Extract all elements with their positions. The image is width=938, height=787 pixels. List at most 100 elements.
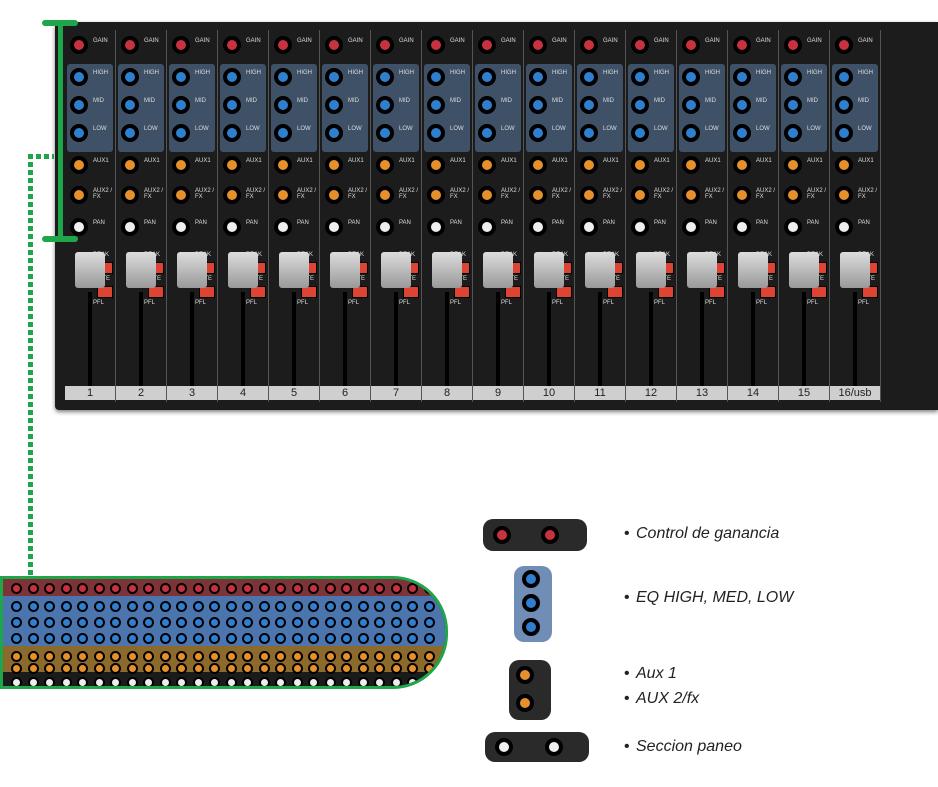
pan-knob[interactable] (223, 218, 241, 236)
pan-knob[interactable] (172, 218, 190, 236)
aux1-knob[interactable] (274, 156, 292, 174)
low-eq-knob[interactable] (631, 124, 649, 142)
mid-eq-knob[interactable] (478, 96, 496, 114)
fader-handle[interactable] (534, 252, 564, 288)
high-eq-knob[interactable] (835, 68, 853, 86)
pfl-button[interactable] (760, 286, 776, 298)
high-eq-knob[interactable] (784, 68, 802, 86)
aux1-knob[interactable] (733, 156, 751, 174)
pan-knob[interactable] (478, 218, 496, 236)
pan-knob[interactable] (376, 218, 394, 236)
gain-knob[interactable] (580, 36, 598, 54)
pfl-button[interactable] (352, 286, 368, 298)
pan-knob[interactable] (70, 218, 88, 236)
aux1-knob[interactable] (223, 156, 241, 174)
pan-knob[interactable] (631, 218, 649, 236)
gain-knob[interactable] (631, 36, 649, 54)
pfl-button[interactable] (403, 286, 419, 298)
gain-knob[interactable] (478, 36, 496, 54)
mid-eq-knob[interactable] (733, 96, 751, 114)
pan-knob[interactable] (682, 218, 700, 236)
pfl-button[interactable] (199, 286, 215, 298)
low-eq-knob[interactable] (529, 124, 547, 142)
aux1-knob[interactable] (325, 156, 343, 174)
aux2-knob[interactable] (70, 186, 88, 204)
high-eq-knob[interactable] (172, 68, 190, 86)
gain-knob[interactable] (172, 36, 190, 54)
aux2-knob[interactable] (274, 186, 292, 204)
gain-knob[interactable] (274, 36, 292, 54)
low-eq-knob[interactable] (70, 124, 88, 142)
mid-eq-knob[interactable] (172, 96, 190, 114)
low-eq-knob[interactable] (274, 124, 292, 142)
mid-eq-knob[interactable] (223, 96, 241, 114)
high-eq-knob[interactable] (682, 68, 700, 86)
aux1-knob[interactable] (172, 156, 190, 174)
pfl-button[interactable] (148, 286, 164, 298)
mid-eq-knob[interactable] (376, 96, 394, 114)
gain-knob[interactable] (70, 36, 88, 54)
aux2-knob[interactable] (580, 186, 598, 204)
aux1-knob[interactable] (682, 156, 700, 174)
low-eq-knob[interactable] (733, 124, 751, 142)
mid-eq-knob[interactable] (121, 96, 139, 114)
fader-handle[interactable] (177, 252, 207, 288)
fader-handle[interactable] (126, 252, 156, 288)
pfl-button[interactable] (556, 286, 572, 298)
mid-eq-knob[interactable] (325, 96, 343, 114)
low-eq-knob[interactable] (325, 124, 343, 142)
mid-eq-knob[interactable] (580, 96, 598, 114)
fader-handle[interactable] (687, 252, 717, 288)
low-eq-knob[interactable] (478, 124, 496, 142)
aux1-knob[interactable] (478, 156, 496, 174)
pan-knob[interactable] (529, 218, 547, 236)
gain-knob[interactable] (784, 36, 802, 54)
aux2-knob[interactable] (478, 186, 496, 204)
pfl-button[interactable] (250, 286, 266, 298)
fader-handle[interactable] (789, 252, 819, 288)
mid-eq-knob[interactable] (70, 96, 88, 114)
pfl-button[interactable] (709, 286, 725, 298)
pfl-button[interactable] (811, 286, 827, 298)
pan-knob[interactable] (274, 218, 292, 236)
gain-knob[interactable] (427, 36, 445, 54)
fader-handle[interactable] (381, 252, 411, 288)
aux2-knob[interactable] (733, 186, 751, 204)
gain-knob[interactable] (376, 36, 394, 54)
low-eq-knob[interactable] (784, 124, 802, 142)
aux1-knob[interactable] (121, 156, 139, 174)
aux2-knob[interactable] (223, 186, 241, 204)
low-eq-knob[interactable] (580, 124, 598, 142)
pan-knob[interactable] (733, 218, 751, 236)
high-eq-knob[interactable] (70, 68, 88, 86)
gain-knob[interactable] (325, 36, 343, 54)
aux2-knob[interactable] (427, 186, 445, 204)
pfl-button[interactable] (862, 286, 878, 298)
fader-handle[interactable] (636, 252, 666, 288)
low-eq-knob[interactable] (427, 124, 445, 142)
mid-eq-knob[interactable] (835, 96, 853, 114)
aux2-knob[interactable] (121, 186, 139, 204)
high-eq-knob[interactable] (121, 68, 139, 86)
high-eq-knob[interactable] (580, 68, 598, 86)
pan-knob[interactable] (325, 218, 343, 236)
gain-knob[interactable] (121, 36, 139, 54)
high-eq-knob[interactable] (223, 68, 241, 86)
gain-knob[interactable] (529, 36, 547, 54)
pfl-button[interactable] (658, 286, 674, 298)
aux1-knob[interactable] (376, 156, 394, 174)
high-eq-knob[interactable] (529, 68, 547, 86)
aux2-knob[interactable] (682, 186, 700, 204)
mid-eq-knob[interactable] (529, 96, 547, 114)
fader-handle[interactable] (75, 252, 105, 288)
low-eq-knob[interactable] (682, 124, 700, 142)
low-eq-knob[interactable] (172, 124, 190, 142)
high-eq-knob[interactable] (427, 68, 445, 86)
aux2-knob[interactable] (376, 186, 394, 204)
pan-knob[interactable] (835, 218, 853, 236)
high-eq-knob[interactable] (274, 68, 292, 86)
aux2-knob[interactable] (631, 186, 649, 204)
gain-knob[interactable] (682, 36, 700, 54)
aux2-knob[interactable] (325, 186, 343, 204)
high-eq-knob[interactable] (631, 68, 649, 86)
